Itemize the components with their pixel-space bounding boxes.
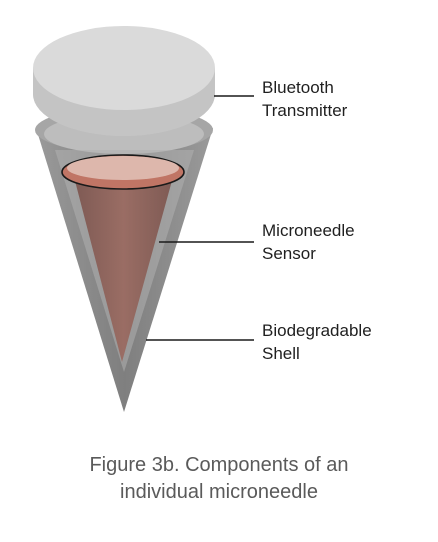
shell-label-line1: Biodegradable <box>262 321 372 340</box>
shell-label-line2: Shell <box>262 344 300 363</box>
bluetooth-transmitter <box>33 26 215 136</box>
sensor-label-line1: Microneedle <box>262 221 355 240</box>
sensor-label-line2: Sensor <box>262 244 316 263</box>
sensor-core <box>74 177 173 362</box>
microneedle-sensor <box>61 154 185 362</box>
caption-line-1: Figure 3b. Components of an <box>89 454 349 476</box>
transmitter-label-line2: Transmitter <box>262 101 348 120</box>
disc-top <box>33 26 215 110</box>
sensor-top-surface <box>67 156 179 180</box>
figure-caption: Figure 3b. Components of an individual m… <box>0 452 438 506</box>
transmitter-label-line1: Bluetooth <box>262 78 334 97</box>
caption-line-2: individual microneedle <box>120 481 318 503</box>
